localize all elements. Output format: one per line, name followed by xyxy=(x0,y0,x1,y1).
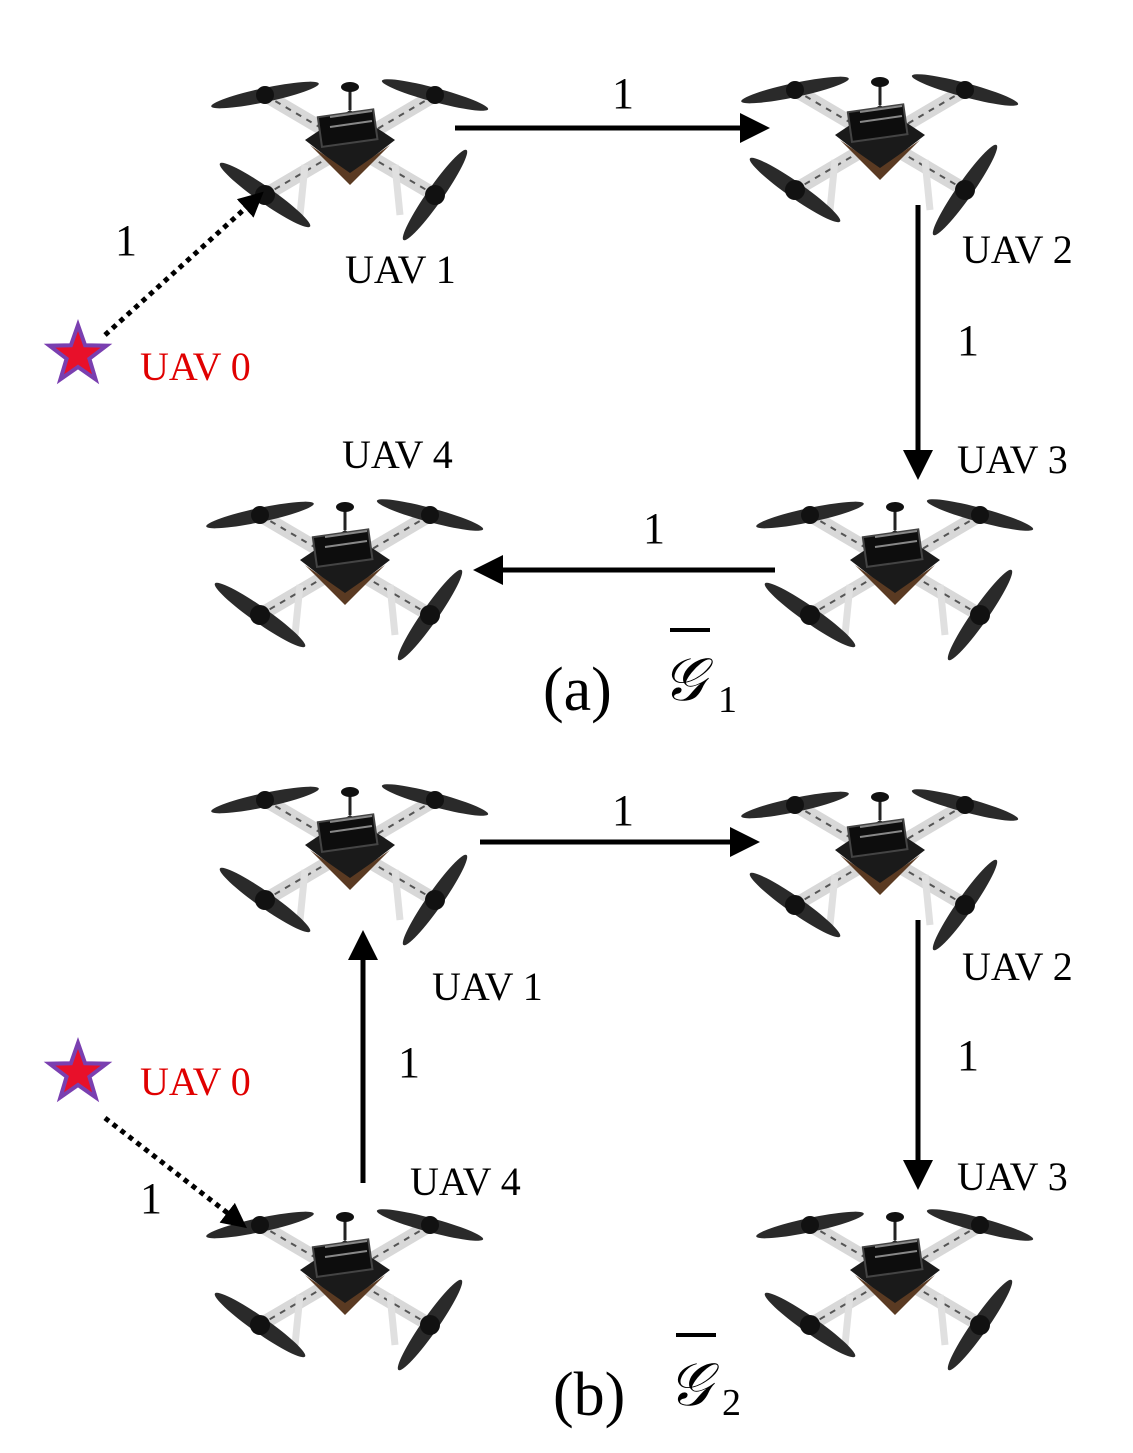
caption-a-subscript: 1 xyxy=(718,679,737,721)
uav-3-label: UAV 3 xyxy=(957,437,1068,482)
edge-0-4 xyxy=(103,1116,247,1229)
uav-3-drone-icon xyxy=(755,494,1035,665)
uav-4-drone-icon xyxy=(205,1204,485,1375)
uav-2-label: UAV 2 xyxy=(962,227,1073,272)
caption-b-subscript: 2 xyxy=(722,1382,741,1424)
uav-4-label: UAV 4 xyxy=(342,432,453,477)
uav-2-label: UAV 2 xyxy=(962,944,1073,989)
edge-weight-3-4: 1 xyxy=(643,504,665,553)
edge-weight-0-1: 1 xyxy=(115,216,137,265)
panel-b: 1 1 1 1 UAV 0 UAV 1 UAV 2 UAV 3 UAV 4 (b… xyxy=(47,779,1073,1429)
caption-b: (b) 𝒢 2 xyxy=(553,1333,741,1429)
uav-2-drone-icon xyxy=(740,784,1020,955)
leader-star-icon xyxy=(47,323,109,382)
caption-b-prefix: (b) xyxy=(553,1361,625,1429)
uav-1-drone-icon xyxy=(210,779,490,950)
uav-1-drone-icon xyxy=(210,74,490,245)
uav-1-label: UAV 1 xyxy=(345,247,456,292)
uav-2-drone-icon xyxy=(740,69,1020,240)
panel-a: 1 1 1 1 UAV 0 UAV 1 UAV 2 UAV 3 UAV 4 (a… xyxy=(47,69,1073,724)
caption-a-prefix: (a) xyxy=(543,656,612,724)
edge-weight-1-2: 1 xyxy=(612,786,634,835)
edge-weight-0-4: 1 xyxy=(140,1174,162,1223)
edge-weight-2-3: 1 xyxy=(957,1031,979,1080)
uav-4-label: UAV 4 xyxy=(410,1159,521,1204)
uav-3-label: UAV 3 xyxy=(957,1154,1068,1199)
edge-weight-2-3: 1 xyxy=(957,316,979,365)
uav-0-label: UAV 0 xyxy=(140,344,251,389)
edge-0-1 xyxy=(103,191,264,337)
uav-1-label: UAV 1 xyxy=(432,964,543,1009)
edge-weight-1-2: 1 xyxy=(612,69,634,118)
leader-star-icon xyxy=(47,1041,109,1100)
uav-4-drone-icon xyxy=(205,494,485,665)
caption-b-symbol: 𝒢 xyxy=(668,1350,720,1420)
edge-weight-4-1: 1 xyxy=(398,1038,420,1087)
caption-a-symbol: 𝒢 xyxy=(662,645,714,715)
uav-3-drone-icon xyxy=(755,1204,1035,1375)
caption-a: (a) 𝒢 1 xyxy=(543,628,737,724)
uav-0-label: UAV 0 xyxy=(140,1059,251,1104)
